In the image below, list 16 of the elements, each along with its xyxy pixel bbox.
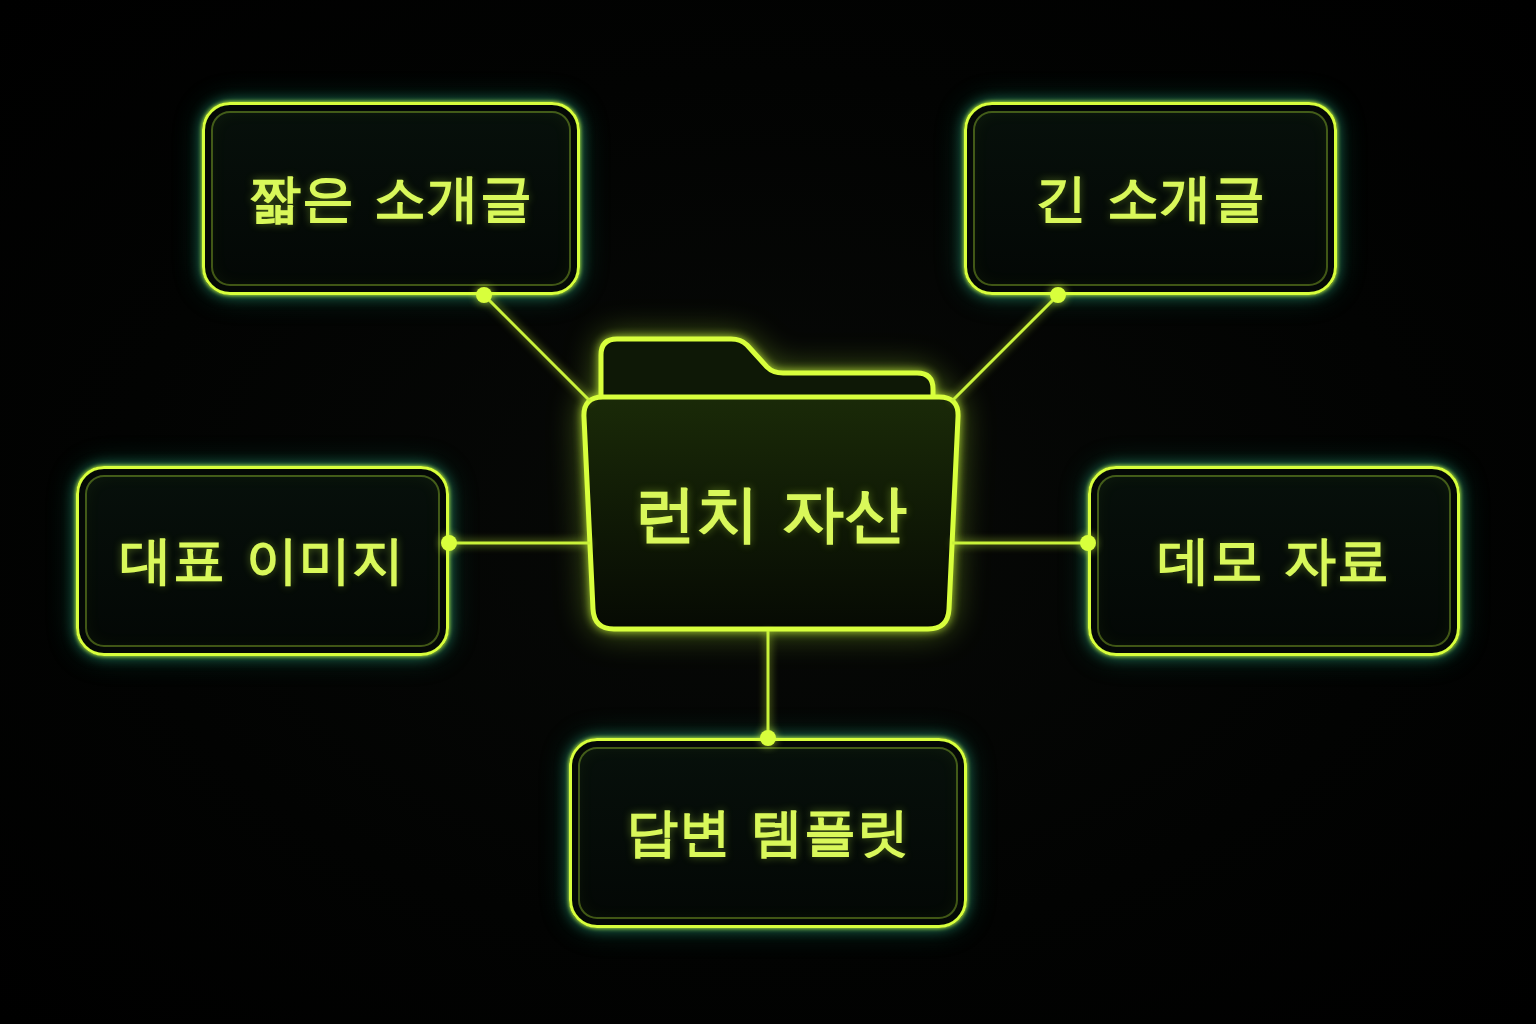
connector-line xyxy=(441,535,591,551)
rounded-box xyxy=(202,102,580,295)
connector-line xyxy=(950,287,1066,403)
connector-line xyxy=(951,535,1096,551)
node-label: 답변 템플릿 xyxy=(625,801,911,864)
node-label: 긴 소개글 xyxy=(1034,166,1267,230)
rounded-box xyxy=(1088,466,1460,656)
node-label: 짧은 소개글 xyxy=(248,166,534,230)
rounded-box xyxy=(569,738,967,928)
node-label: 런치 자산 xyxy=(633,475,909,552)
connector-line xyxy=(476,287,592,403)
connector-line xyxy=(760,631,776,746)
rounded-box xyxy=(76,466,449,656)
rounded-box xyxy=(964,102,1337,295)
node-label: 대표 이미지 xyxy=(120,529,405,592)
node-label: 데모 자료 xyxy=(1158,529,1390,592)
